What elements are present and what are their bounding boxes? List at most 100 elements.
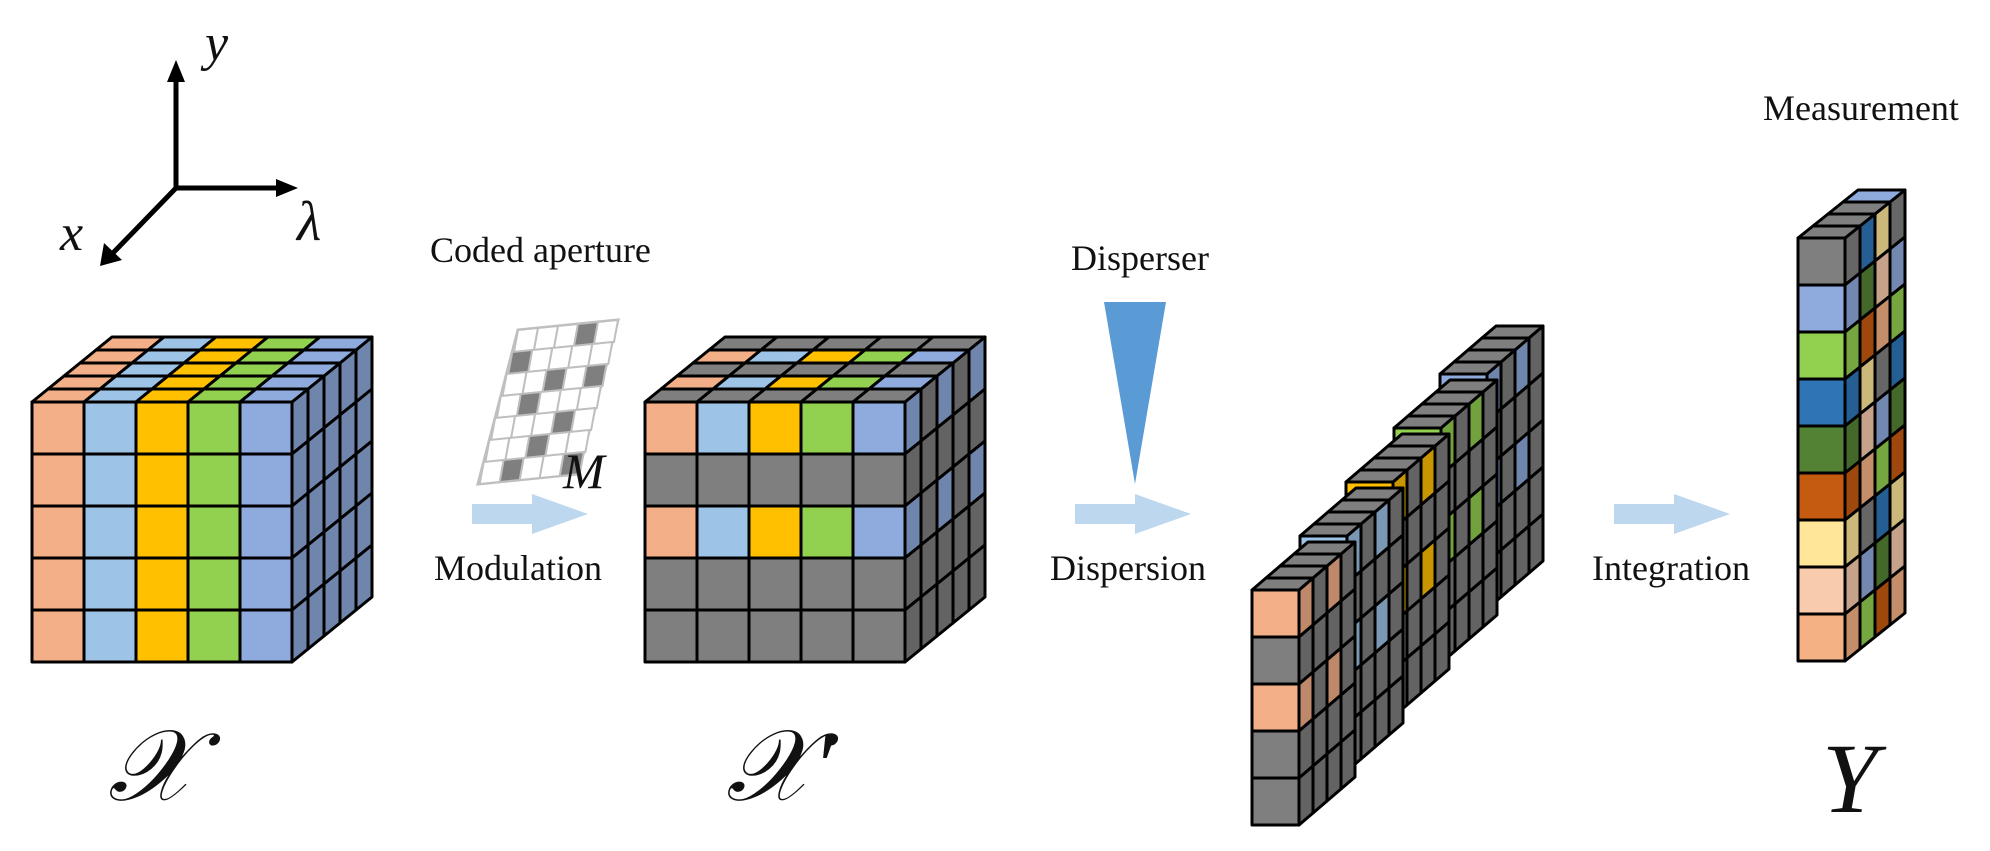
cube-front-cell [695,452,751,508]
cube-front-cell [747,504,803,560]
slice-side-cell [1339,728,1357,791]
cube-front-cell [134,608,190,664]
cube-front-cell [695,608,751,664]
y-axis-label: y [200,15,229,72]
slice-front-cell [1250,588,1301,639]
mask-symbol: M [562,443,607,499]
cube-front-cell [643,504,699,560]
cube-front-cell [799,556,855,612]
slice-side-cell [1433,620,1451,683]
cube-right-cell [354,543,374,612]
x-axis-line [110,186,178,256]
cube-front-cell [695,400,751,456]
mask-open-cell [564,428,591,456]
cube-front-cell [82,556,138,612]
cube-front-cell [186,452,242,508]
measurement-front-cell [1796,283,1847,334]
dispersed-sheared-cube [1250,324,1545,827]
measurement-front-cell [1796,330,1847,381]
measurement-front-cell [1796,236,1847,287]
mask-blocked-cell [581,362,608,390]
measurement-front-cell [1796,377,1847,428]
cube-front-cell [30,504,86,560]
coordinate-axes [110,78,280,256]
cube-front-cell [851,504,907,560]
input-cube-symbol: 𝒳 [108,711,221,822]
cube-front-cell [238,608,294,664]
cube-front-cell [695,556,751,612]
cube-front-cell [851,608,907,664]
coded-aperture-mask [476,318,620,486]
cube-front-cell [643,556,699,612]
cube-front-cell [186,400,242,456]
measurement-side-cell [1858,588,1877,651]
cube-front-cell [238,400,294,456]
y-arrowhead-icon [167,60,185,82]
dispersion-arrow [1075,494,1191,534]
cube-front-cell [82,452,138,508]
modulation-label: Modulation [434,548,602,588]
dispersion-label: Dispersion [1050,548,1206,588]
cube-front-cell [30,452,86,508]
cube-front-cell [799,400,855,456]
cube-right-cell [290,595,310,664]
cube-front-cell [186,556,242,612]
slice-side-cell [1297,764,1315,827]
measurement-side-cell [1888,564,1907,627]
cube-right-cell [935,569,955,638]
slice-side-cell [1311,752,1329,815]
cube-front-cell [643,400,699,456]
measurement-front-cell [1796,565,1847,616]
slice-side-cell [1419,632,1437,695]
modulated-cube-symbol: 𝒳′ [726,711,839,822]
cube-front-cell [82,504,138,560]
slice-side-cell [1481,566,1499,629]
slice-front-cell [1250,635,1301,686]
cube-front-cell [134,504,190,560]
mask-open-cell [575,384,603,412]
cube-front-cell [30,608,86,664]
cube-front-cell [238,504,294,560]
cube-front-cell [747,400,803,456]
cube-right-cell [919,582,939,651]
cube-front-cell [747,452,803,508]
cube-front-cell [799,608,855,664]
measurement-side-cell [1843,600,1862,663]
cube-front-cell [851,556,907,612]
cube-front-cell [30,556,86,612]
slice-side-cell [1373,686,1391,749]
slice-side-cell [1527,512,1545,575]
integration-arrow [1614,494,1730,534]
cube-front-cell [186,608,242,664]
measurement-column [1796,188,1907,663]
slice-front-cell [1250,682,1301,733]
slice-side-cell [1359,698,1377,761]
slice-side-cell [1387,674,1405,737]
lambda-axis-label: λ [295,191,321,253]
mask-blocked-cell [558,450,585,478]
measurement-front-cell [1796,471,1847,522]
disperser-label: Disperser [1071,238,1209,278]
measurement-front-cell [1796,612,1847,663]
cube-front-cell [238,452,294,508]
cube-front-cell [30,400,86,456]
cube-front-cell [134,452,190,508]
coded-aperture-label: Coded aperture [430,230,651,270]
cube-front-cell [851,452,907,508]
cube-front-cell [186,504,242,560]
measurement-side-cell [1873,576,1892,639]
integration-label: Integration [1592,548,1750,588]
cube-front-cell [799,452,855,508]
cube-right-cell [306,582,326,651]
modulated-cube [643,335,987,664]
measurement-symbol: Y [1822,723,1887,834]
cube-front-cell [851,400,907,456]
cube-front-cell [134,400,190,456]
mask-open-cell [592,318,620,346]
slice-front-cell [1250,729,1301,780]
cube-right-cell [322,569,342,638]
slice-side-cell [1325,740,1343,803]
flow-arrows [472,494,1730,534]
